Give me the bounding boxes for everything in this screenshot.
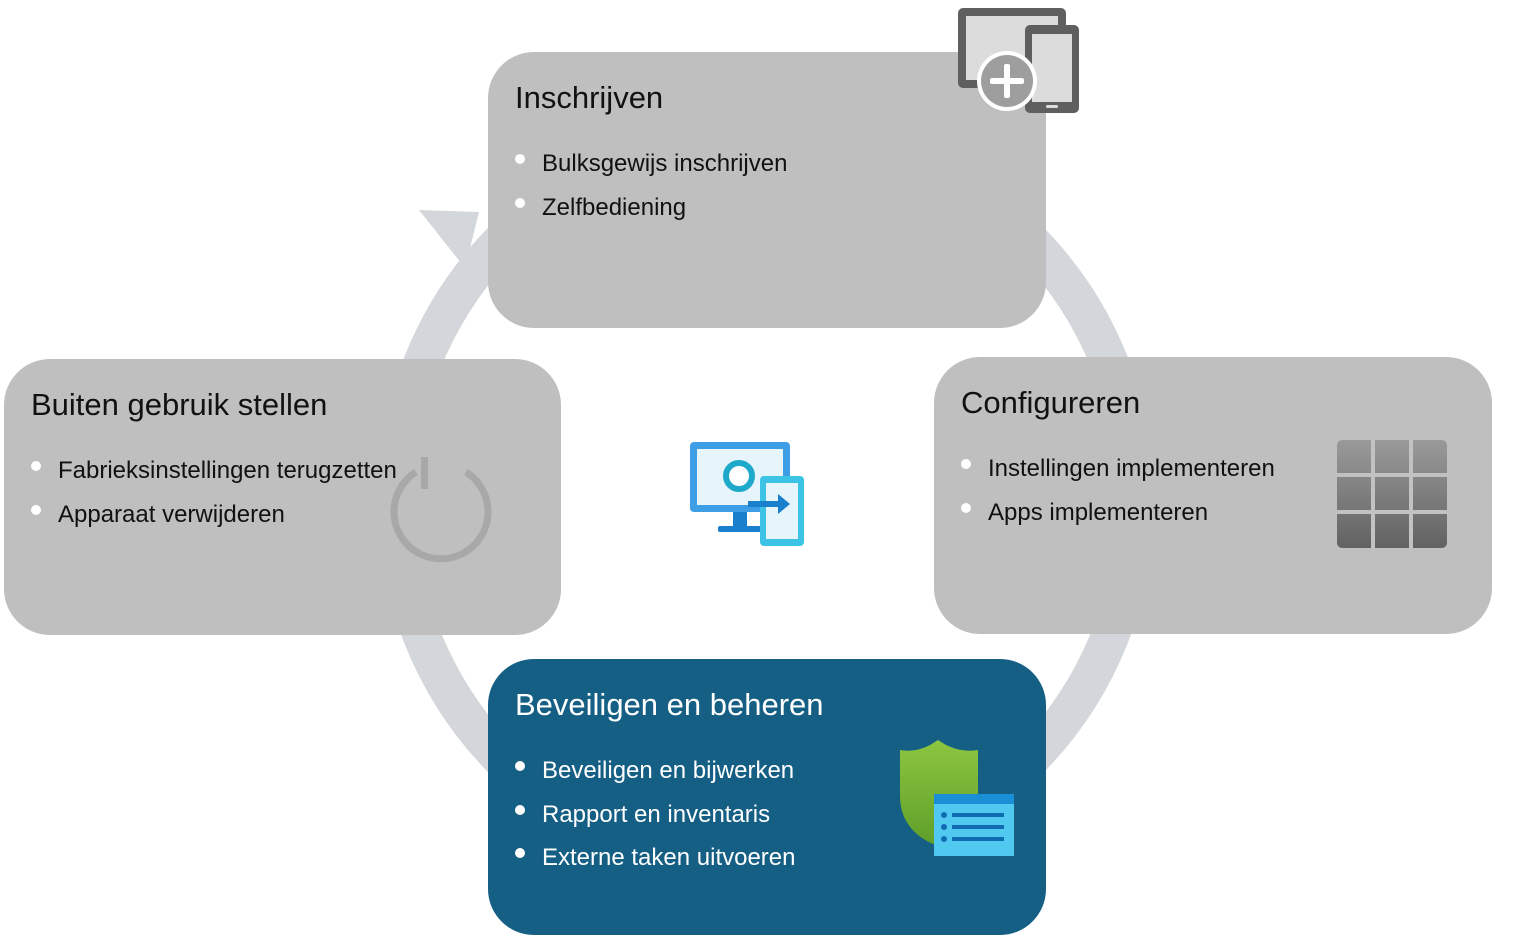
stage-items-configure: Instellingen implementeren Apps implemen… [961, 447, 1275, 534]
stage-item: Bulksgewijs inschrijven [515, 142, 787, 186]
stage-title-retire: Buiten gebruik stellen [31, 387, 328, 422]
stage-card-enroll: Inschrijven Bulksgewijs inschrijven Zelf… [488, 52, 1046, 328]
stage-item: Fabrieksinstellingen terugzetten [31, 449, 397, 493]
stage-item: Zelfbediening [515, 186, 787, 230]
stage-item: Apps implementeren [961, 491, 1275, 535]
cycle-arrowhead [419, 210, 479, 268]
stage-item: Instellingen implementeren [961, 447, 1275, 491]
stage-item: Apparaat verwijderen [31, 493, 397, 537]
stage-title-enroll: Inschrijven [515, 80, 664, 115]
power-icon [390, 457, 492, 563]
stage-item: Beveiligen en bijwerken [515, 749, 796, 793]
app-grid-icon [1337, 440, 1447, 548]
stage-title-protect: Beveiligen en beheren [515, 687, 824, 722]
stage-item: Externe taken uitvoeren [515, 836, 796, 880]
device-management-icon [690, 442, 804, 546]
stage-items-enroll: Bulksgewijs inschrijven Zelfbediening [515, 142, 787, 229]
stage-card-retire: Buiten gebruik stellen Fabrieksinstellin… [4, 359, 561, 635]
stage-items-retire: Fabrieksinstellingen terugzetten Apparaa… [31, 449, 397, 536]
shield-list-icon [900, 740, 1014, 856]
stage-title-configure: Configureren [961, 385, 1141, 420]
stage-items-protect: Beveiligen en bijwerken Rapport en inven… [515, 749, 796, 880]
tablet-phone-add-icon [958, 8, 1079, 113]
stage-item: Rapport en inventaris [515, 793, 796, 837]
